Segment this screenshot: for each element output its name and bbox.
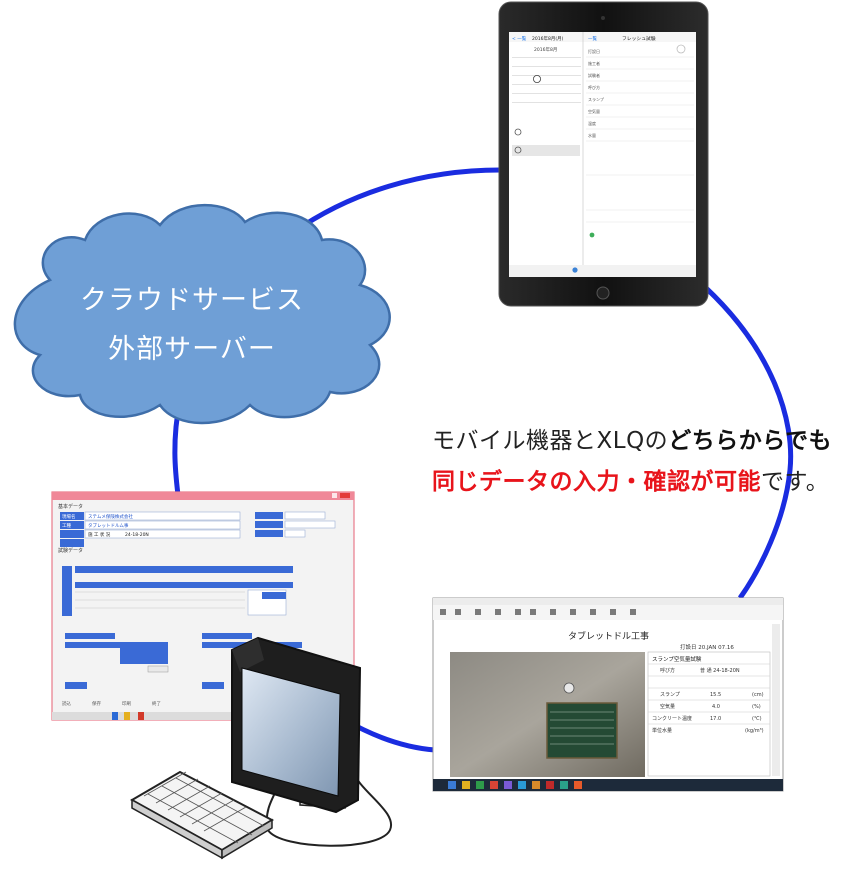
monitor-screen	[241, 667, 341, 797]
form-button-save[interactable]: 保存	[92, 700, 101, 707]
tablet-row-label: 空気量	[588, 108, 600, 114]
form-row-label: 現場名	[62, 513, 76, 520]
gauge-icon	[563, 682, 575, 694]
form-section-test: 試験データ	[58, 547, 83, 554]
tablet-row-label: 温度	[588, 120, 596, 126]
tablet-back-button[interactable]: 一覧	[588, 35, 597, 42]
report-row-unit: (%)	[752, 704, 761, 710]
report-row-unit: (℃)	[752, 716, 762, 722]
report-table-heading: スランプ空気量試験	[652, 655, 702, 663]
report-title: タブレットドル工事	[568, 630, 649, 642]
report-row-unit: (kg/m³)	[745, 728, 764, 734]
tablet-row-label: 打設日	[588, 48, 600, 54]
report-window: タブレットドル工事 打設日 20.JAN 07.16 スランプ空気量試験 呼び方…	[432, 597, 784, 792]
caption-line1-plain: モバイル機器とXLQの	[432, 428, 669, 454]
tablet-row-label: 施工者	[588, 60, 600, 66]
work-type-field[interactable]: タブレットドルム事	[88, 522, 129, 529]
report-row-label: コンクリート温度	[652, 715, 692, 722]
tablet-device: < 一覧 2016年8月(月) 2016年8月 一覧 フレッシュ試験 打設日 施…	[498, 1, 709, 307]
caption-line2-red: 同じデータの入力・確認が可能	[432, 469, 761, 495]
form-section-basic: 基本データ	[58, 503, 83, 510]
cloud-label-line2: 外部サーバー	[108, 334, 276, 365]
test-code-field[interactable]: 24-18-20N	[125, 532, 149, 538]
item-row-field[interactable]: 施 工 状 況	[88, 531, 111, 538]
tablet-row-label: 呼び方	[588, 84, 600, 90]
report-row-value: 普 通 24-18-20N	[700, 667, 740, 674]
report-row-unit: (cm)	[752, 692, 764, 698]
desktop-computer	[129, 636, 393, 860]
tablet-left-header: 2016年8月(月)	[532, 35, 564, 42]
cloud-label-line1: クラウドサービス	[80, 285, 304, 316]
caption-line1: モバイル機器とXLQのどちらからでも	[432, 421, 832, 455]
report-row-value: 17.0	[710, 716, 721, 722]
form-button-load[interactable]: 読込	[62, 700, 71, 707]
cloud-shape	[13, 203, 391, 425]
caption-line1-bold: どちらからでも	[668, 428, 832, 454]
tablet-right-header: フレッシュ試験	[622, 35, 656, 42]
report-meta: 打設日 20.JAN 07.16	[680, 643, 734, 651]
form-button-print[interactable]: 印刷	[122, 700, 131, 707]
report-row-value: 4.0	[712, 704, 720, 710]
taskbar	[433, 779, 783, 791]
tablet-row-label: 試験者	[588, 72, 600, 78]
form-button-close[interactable]: 終了	[152, 700, 161, 707]
form-row-label: 工種	[62, 522, 71, 529]
tablet-row-label: スランプ	[588, 96, 604, 102]
caption-line2: 同じデータの入力・確認が可能です。	[432, 462, 829, 496]
report-row-label: 空気量	[660, 703, 675, 710]
report-row-label: スランプ	[660, 692, 680, 698]
report-row-label: 単位水量	[652, 727, 672, 734]
tablet-month-label: 2016年8月	[534, 46, 557, 53]
caption-line2-plain: です。	[761, 469, 830, 495]
site-name-field[interactable]: ステムメ保険株式会社	[88, 513, 133, 520]
tablet-row-label: 水量	[588, 132, 596, 138]
tablet-list-rows	[586, 56, 694, 223]
report-row-label: 呼び方	[660, 667, 675, 674]
tablet-calendar-grid	[512, 57, 581, 103]
site-blackboard	[546, 702, 618, 759]
report-row-value: 15.5	[710, 692, 721, 698]
tablet-nav-left: < 一覧	[512, 35, 527, 42]
